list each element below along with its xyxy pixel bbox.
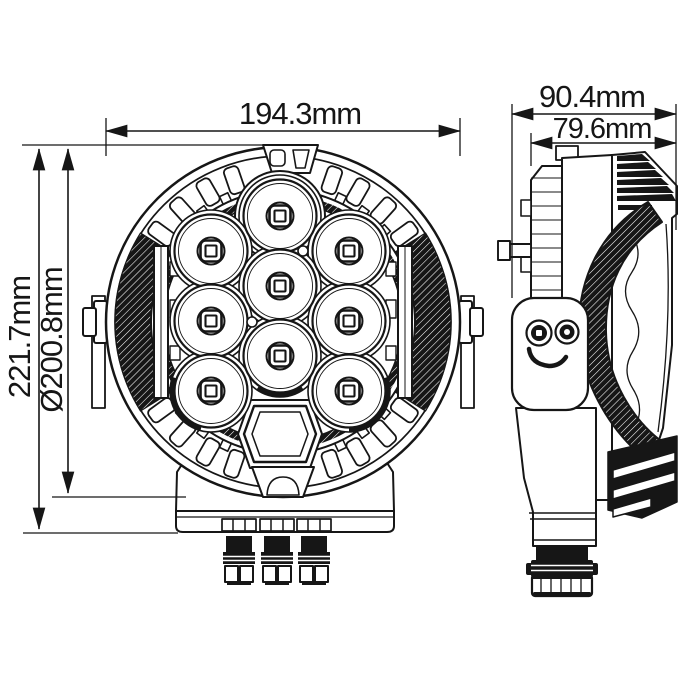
led-lens xyxy=(311,213,387,289)
adjust-slot xyxy=(526,346,569,369)
dim-depth-label: 90.4mm xyxy=(539,79,645,114)
bezel-top-notch xyxy=(262,144,319,174)
reflector-scallops xyxy=(624,231,641,428)
led-lens xyxy=(242,248,318,324)
dim-depth: 90.4mm 79.6mm xyxy=(511,79,677,298)
led-lens xyxy=(311,283,387,359)
dim-diameter-label: Ø200.8mm xyxy=(34,267,69,412)
connector-bolt xyxy=(259,518,295,585)
led-lens xyxy=(242,318,318,394)
shadow-crescents xyxy=(170,315,390,432)
top-fins xyxy=(617,154,676,210)
dim-height: 221.7mm Ø200.8mm xyxy=(2,144,281,534)
led-lens xyxy=(242,178,318,254)
rear-tab xyxy=(497,240,532,261)
led-lens xyxy=(311,353,387,429)
hexagon-port xyxy=(242,404,318,464)
dim-width-label: 194.3mm xyxy=(239,96,361,131)
dimensions: 194.3mm 221.7mm Ø200.8mm 90.4mm 79.6mm xyxy=(2,79,677,534)
gap-pin xyxy=(246,316,258,328)
pivot-cap-right xyxy=(469,307,484,337)
gap-pin xyxy=(297,245,309,257)
connector-bolt xyxy=(221,518,257,585)
led-array xyxy=(173,178,387,429)
pivot-bracket xyxy=(510,296,590,412)
connectors-front xyxy=(221,518,332,585)
connector-bolt xyxy=(296,518,332,585)
mounting-bracket-front xyxy=(82,295,484,533)
connector-side xyxy=(526,546,598,598)
dim-body-depth-label: 79.6mm xyxy=(553,113,652,145)
bezel-slots-top xyxy=(147,165,419,247)
lens-assembly xyxy=(150,170,416,498)
front-view xyxy=(82,144,484,585)
led-lens xyxy=(173,213,249,289)
side-view xyxy=(497,145,678,598)
mount-arm xyxy=(515,407,597,547)
pivot-bolt xyxy=(525,319,553,347)
pivot-cap-left xyxy=(82,307,97,337)
pivot-bolt xyxy=(554,319,580,345)
dim-height-label: 221.7mm xyxy=(2,276,37,398)
bezel-bottom-channel xyxy=(251,466,315,498)
bottom-fins xyxy=(607,435,678,519)
led-lens xyxy=(173,353,249,429)
led-lens xyxy=(173,283,249,359)
dim-width: 194.3mm xyxy=(105,96,461,156)
